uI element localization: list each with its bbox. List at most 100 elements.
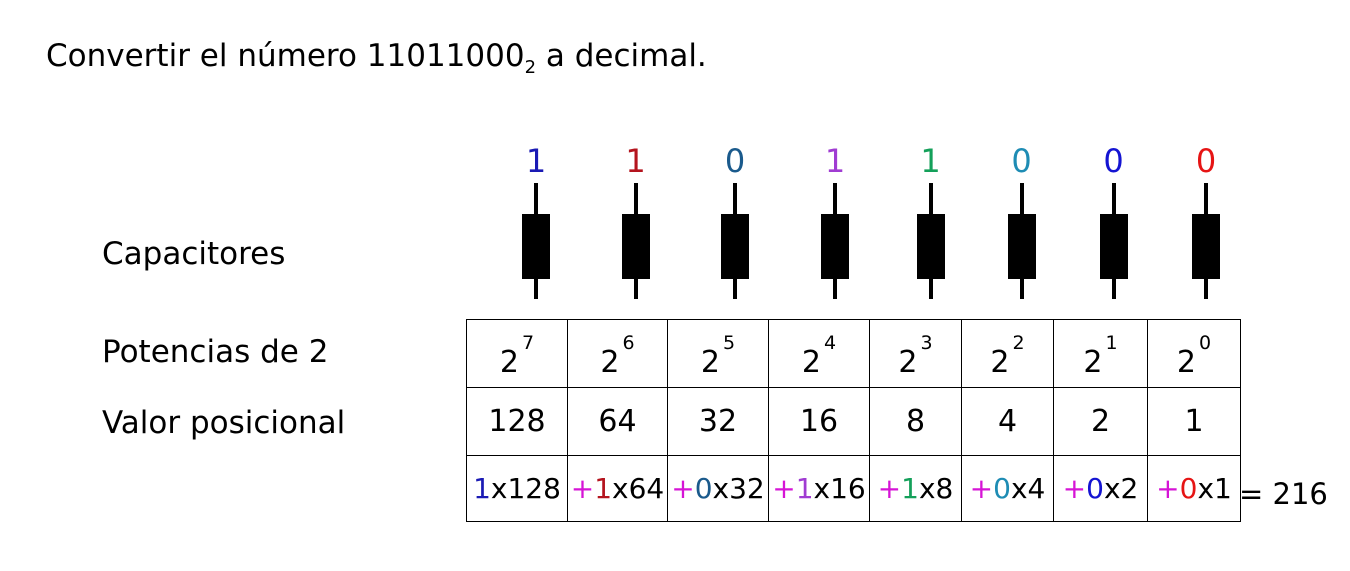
bit-digit: 1 <box>920 142 941 180</box>
capacitor-body <box>1007 214 1036 279</box>
capacitors-label: Capacitores <box>102 236 286 272</box>
positional-value-cell: 8 <box>869 387 962 456</box>
capacitor-lead-bottom <box>1019 278 1024 299</box>
capacitor-icon <box>1192 183 1220 299</box>
power-base: 2 <box>898 344 918 380</box>
bit-digit: 0 <box>1103 142 1124 180</box>
capacitor-body <box>821 214 849 279</box>
bit-digit: 0 <box>1011 142 1032 180</box>
positional-value-cell: 1 <box>1147 387 1241 456</box>
power-base: 2 <box>700 344 720 380</box>
capacitor-lead-top <box>1019 183 1024 216</box>
power-exponent: 1 <box>1105 331 1118 354</box>
positional-value-label: Valor posicional <box>102 405 346 441</box>
powers-label: Potencias de 2 <box>102 334 329 370</box>
power-exponent: 3 <box>920 331 933 354</box>
capacitor-icon <box>621 183 650 299</box>
power-exponent: 5 <box>723 331 736 354</box>
product-factor: x8 <box>918 472 954 505</box>
bit-digit: 0 <box>1195 142 1217 180</box>
capacitor-body <box>721 214 749 279</box>
capacitor-icon <box>1007 183 1036 299</box>
power-exponent: 6 <box>622 331 635 354</box>
positional-value-cell: 128 <box>466 387 568 456</box>
capacitor-icon <box>821 183 849 299</box>
plus-sign: + <box>570 472 595 505</box>
plus-sign: + <box>671 472 695 505</box>
power-base: 2 <box>990 344 1010 380</box>
power-cell: 24 <box>768 319 870 388</box>
product-bit: 1 <box>795 472 814 505</box>
power-exponent: 4 <box>824 331 837 354</box>
product-cell: 1x128 <box>466 455 568 522</box>
plus-sign: + <box>969 472 994 505</box>
product-factor: x128 <box>490 472 561 505</box>
product-bit: 0 <box>694 472 713 505</box>
product-factor: x16 <box>813 472 866 505</box>
power-cell: 23 <box>869 319 962 388</box>
capacitor-lead-top <box>928 183 933 216</box>
product-cell: +1x16 <box>768 455 870 522</box>
capacitor-icon <box>721 183 749 299</box>
capacitor-lead-bottom <box>633 278 638 299</box>
power-base: 2 <box>499 344 519 380</box>
result-text: = 216 <box>1239 477 1328 511</box>
title-text-end: a decimal. <box>536 38 707 74</box>
capacitor-lead-top <box>534 183 538 216</box>
capacitor-body <box>916 214 945 279</box>
positional-value-cell: 16 <box>768 387 870 456</box>
positional-value-cell: 2 <box>1053 387 1148 456</box>
plus-sign: + <box>1062 472 1087 505</box>
capacitor-body <box>522 214 550 279</box>
capacitor-lead-bottom <box>534 278 538 299</box>
capacitor-lead-top <box>833 183 837 216</box>
power-cell: 22 <box>961 319 1054 388</box>
product-cell: +0x32 <box>667 455 769 522</box>
bit-digit: 1 <box>824 142 846 180</box>
positional-value-cell: 4 <box>961 387 1054 456</box>
power-base: 2 <box>1176 344 1196 380</box>
capacitor-lead-top <box>733 183 737 216</box>
capacitor-lead-bottom <box>1111 278 1116 299</box>
product-bit: 1 <box>594 472 613 505</box>
product-factor: x32 <box>712 472 765 505</box>
power-cell: 20 <box>1147 319 1241 388</box>
positional-value-cell: 32 <box>667 387 769 456</box>
product-factor: x64 <box>612 472 665 505</box>
capacitor-icon <box>916 183 945 299</box>
capacitor-lead-bottom <box>1204 278 1208 299</box>
product-cell: +0x1 <box>1147 455 1241 522</box>
capacitor-lead-top <box>1204 183 1208 216</box>
product-cell: +1x64 <box>567 455 668 522</box>
product-bit: 0 <box>993 472 1011 505</box>
power-cell: 27 <box>466 319 568 388</box>
capacitor-lead-top <box>1111 183 1116 216</box>
product-factor: x1 <box>1197 472 1232 505</box>
power-base: 2 <box>1083 344 1103 380</box>
product-bit: 1 <box>473 472 491 505</box>
capacitor-body <box>621 214 650 279</box>
bit-digit: 0 <box>724 142 746 180</box>
capacitor-body <box>1192 214 1220 279</box>
title-base-subscript: 2 <box>524 57 537 78</box>
capacitor-lead-bottom <box>833 278 837 299</box>
power-cell: 21 <box>1053 319 1148 388</box>
title-text: Convertir el número 11011000 <box>46 38 525 74</box>
product-factor: x2 <box>1103 472 1139 505</box>
bit-digit: 1 <box>525 142 547 180</box>
capacitor-icon <box>1099 183 1128 299</box>
bit-digit: 1 <box>625 142 646 180</box>
product-bit: 1 <box>901 472 919 505</box>
capacitor-lead-bottom <box>733 278 737 299</box>
power-base: 2 <box>801 344 821 380</box>
power-exponent: 0 <box>1199 331 1212 354</box>
product-cell: +0x2 <box>1053 455 1148 522</box>
positional-value-cell: 64 <box>567 387 668 456</box>
plus-sign: + <box>772 472 796 505</box>
problem-title: Convertir el número 110110002 a decimal. <box>46 38 707 78</box>
capacitor-icon <box>522 183 550 299</box>
product-bit: 0 <box>1086 472 1104 505</box>
